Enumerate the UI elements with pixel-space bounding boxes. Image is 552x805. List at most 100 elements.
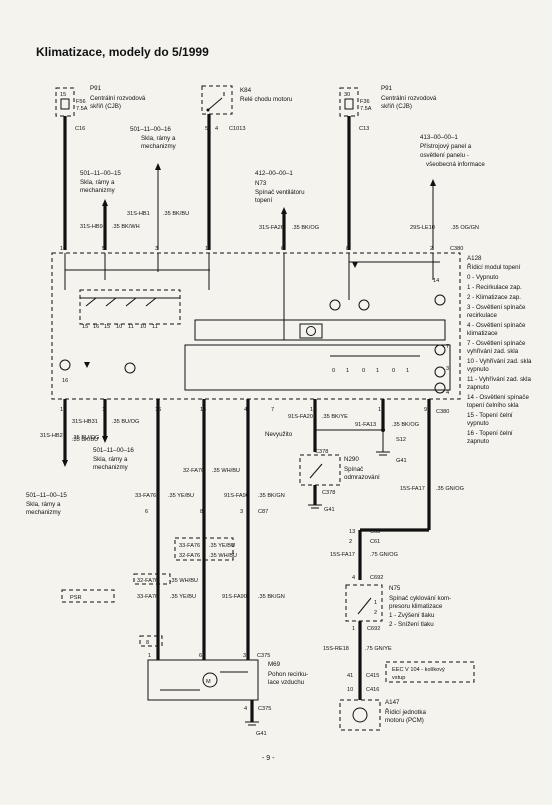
defrost-ref: N290: [344, 456, 359, 463]
defrost-connector-top: C378: [315, 449, 328, 455]
ps-ref: N75: [389, 585, 401, 592]
motor-desc: Pohon recirku-lace vzduchu: [268, 671, 308, 686]
module-title: Řídicí modul topení: [467, 263, 521, 271]
lw-1-code: 32-FA76: [137, 578, 158, 584]
ref-r5-code: 501–11–00–16: [93, 447, 134, 454]
pcm-block: 15S-RE18 .75 GN/YE 41 C415 10 C416 EEC V…: [323, 646, 475, 731]
ref-r3-ref: N73: [255, 180, 267, 187]
recirculation-motor: 8 1 6 3 C375 M M69 Pohon recirku-lace vz…: [139, 635, 308, 737]
top-pin-11: 11: [205, 246, 211, 252]
motor-ref: M69: [268, 661, 281, 668]
lw-2-code: 33-FA76: [137, 594, 158, 600]
svg-text:1: 1: [374, 600, 377, 606]
top-wire-3-color: .35 BK/OG: [292, 225, 319, 231]
bw-2-code: 31S-HB2: [40, 433, 63, 439]
fuse-f56-id: F56: [76, 99, 86, 105]
ps-conn-2: C61: [370, 539, 380, 545]
fuse-f56-pin-top: 15: [60, 92, 66, 98]
top-pin-8: 8: [346, 246, 349, 252]
top-wire-4-code: 29S-LE10: [410, 225, 435, 231]
fuse-f36-pin-top: 30: [344, 92, 350, 98]
diode-icon: [352, 262, 358, 268]
ref-r3-code: 412–00–00–1: [255, 170, 293, 177]
motor-pin-6: 6: [199, 653, 202, 659]
module-int-pin-5: 11: [128, 324, 134, 330]
lamp-3-icon: [434, 366, 446, 378]
module-int-pin-4: 10: [116, 324, 122, 330]
ps-wire-code: 15S-FA17: [330, 552, 355, 558]
bw-2-color: .35 BU/OG: [112, 419, 139, 425]
dw-2-color: .35 WH/BU: [209, 553, 237, 559]
ps-conn-bottom: C692: [367, 626, 380, 632]
top-wire-2-color: .35 BK/BU: [163, 211, 189, 217]
bottom-connector: C380: [436, 409, 449, 415]
dw-1-color: .35 YE/BU: [209, 543, 235, 549]
module-int-pin-7: 11: [152, 324, 158, 330]
motor-connector-bottom: C375: [258, 706, 271, 712]
c87-pin-3: 3: [240, 509, 243, 515]
ref-r4-code: 413–00–00–1: [420, 134, 458, 141]
top-pin-2: 2: [430, 246, 433, 252]
ps-conn-mid: C692: [370, 575, 383, 581]
bottom-pin-13: 13: [60, 407, 66, 413]
ground-g41-a: G41: [396, 458, 407, 464]
mw-4-color: .35 GN/OG: [436, 486, 464, 492]
legend-item-1: 1 - Recirkulace zap.: [467, 284, 522, 291]
top-pin-5: 5: [102, 246, 105, 252]
bw-3-code: 91S-FA20: [288, 414, 313, 420]
bottom-pin-7: 7: [271, 407, 274, 413]
fuse-f36-ref: P91: [381, 85, 393, 92]
bw-4-code: 91-FA13: [355, 422, 376, 428]
fuse-f56-ref: P91: [90, 85, 102, 92]
module-switch-pos-2: 1: [346, 368, 349, 374]
ps-pin-bottom: 1: [352, 626, 355, 632]
relay-k84-connector: C1013: [229, 126, 245, 132]
mw-1-color: .35 WH/BU: [212, 468, 240, 474]
pcm-wire-color: .75 GN/YE: [365, 646, 392, 652]
bottom-pin-15: 15: [310, 407, 316, 413]
mw-4-code: 15S-FA17: [400, 486, 425, 492]
lamp-icon: [124, 362, 136, 374]
page-title: Klimatizace, modely do 5/1999: [36, 45, 209, 59]
lamp-icon: [358, 299, 370, 311]
ref-r6-code: 501–11–00–15: [26, 492, 67, 499]
module-int-pin-3: 15: [104, 324, 110, 330]
legend-item-2: 2 - Klimatizace zap.: [467, 294, 521, 301]
module-switch-pos-1: 0: [332, 368, 335, 374]
ps-desc: Spínač cyklování kom-presoru klimatizace: [389, 595, 451, 610]
fuse-f36-id: F36: [360, 99, 370, 105]
lw-3-color: .35 BK/GN: [258, 594, 285, 600]
lamp-4-label: 4: [446, 390, 449, 396]
module-switch-pos-3: 0: [362, 368, 365, 374]
top-wire-1-color: .35 BK/WH: [112, 224, 140, 230]
unused-label: Nevyužito: [265, 431, 293, 438]
ref-r1-code: 501–11–00–16: [130, 126, 171, 133]
motor-pin-8: 8: [146, 640, 149, 646]
dw-1-code: 33-FA76: [179, 543, 200, 549]
relay-k84-block: K84 Relé chodu motoru 5 4 C1013: [201, 85, 293, 132]
fuse-f36-rating: 7.5A: [360, 106, 372, 112]
top-wire-1-code: 31S-HB9: [80, 224, 103, 230]
defrost-ground: G41: [324, 507, 335, 513]
lw-3-code: 91S-FA90: [222, 594, 247, 600]
module-int-pin-2: 16: [93, 324, 99, 330]
bw-4-color: .35 BK/OG: [392, 422, 419, 428]
page-number: - 9 -: [262, 755, 275, 762]
